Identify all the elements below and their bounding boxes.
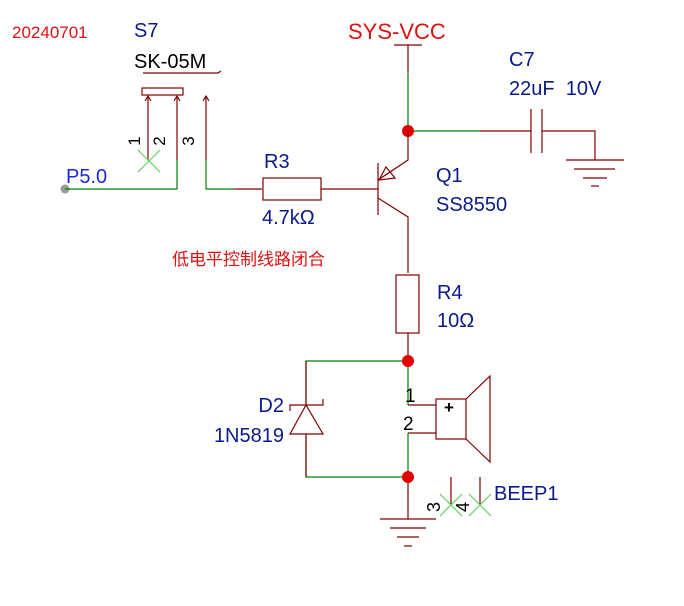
switch-pin2-number: 2 (150, 136, 169, 145)
ground-main-icon (380, 518, 436, 547)
switch-pin3-arrow-icon (202, 94, 210, 102)
buzzer-pin4-noconnect-icon (468, 493, 492, 517)
c7-value: 22uF 10V (509, 78, 602, 100)
switch-part: SK-05M (134, 51, 206, 73)
d2-part: 1N5819 (214, 425, 284, 447)
capacitor-c7[interactable]: C7 22uF 10V (509, 49, 602, 153)
wire-switch-to-r3 (205, 160, 235, 190)
wire-d2-top (305, 360, 408, 405)
r3-body (262, 177, 322, 201)
r4-body (395, 274, 420, 334)
note-label: 低电平控制线路闭合 (172, 250, 325, 269)
transistor-q1[interactable]: Q1 SS8550 (377, 131, 507, 273)
r3-value: 4.7kΩ (262, 207, 315, 229)
buzzer-polarity: + (444, 398, 454, 417)
net-label-p50: P5.0 (66, 166, 107, 188)
r4-designator: R4 (437, 282, 463, 304)
buzzer-pin2-number: 2 (403, 414, 414, 435)
r3-designator: R3 (264, 151, 290, 173)
buzzer-pin1-number: 1 (405, 386, 416, 407)
switch-designator: S7 (134, 20, 158, 42)
resistor-r3[interactable]: R3 4.7kΩ (262, 151, 322, 229)
d2-designator: D2 (258, 395, 284, 417)
wire-d2-bottom (305, 434, 408, 478)
switch-s7[interactable]: S7 SK-05M 1 2 3 (125, 20, 222, 173)
q1-emitter (377, 131, 409, 181)
date-label: 20240701 (12, 23, 88, 42)
switch-actuator (141, 87, 184, 96)
buzzer-pin3-noconnect-icon (439, 493, 463, 517)
junction-ground (402, 471, 414, 483)
buzzer-body (435, 398, 467, 440)
power-net-label: SYS-VCC (348, 19, 446, 44)
switch-part-underline (143, 70, 222, 74)
buzzer-pin3-number: 3 (424, 502, 444, 512)
switch-pin2-arrow-icon (173, 94, 181, 102)
junction-r4 (402, 355, 414, 367)
buzzer-pin4-number: 4 (453, 502, 473, 512)
switch-pin1-arrow-icon (144, 94, 152, 102)
c7-designator: C7 (509, 49, 535, 71)
q1-emitter-arrow-icon (377, 165, 397, 181)
r4-value: 10Ω (437, 310, 474, 332)
d2-anode-triangle (288, 403, 325, 435)
wire-c7-to-ground (542, 130, 596, 160)
q1-part: SS8550 (436, 194, 507, 216)
switch-pin3-number: 3 (179, 136, 198, 145)
q1-collector (377, 197, 409, 273)
wire-p50-to-switch (65, 160, 178, 190)
speaker-cone-icon (465, 374, 491, 464)
buzzer-beep1[interactable]: + 1 2 3 4 BEEP1 (403, 374, 558, 517)
buzzer-designator: BEEP1 (494, 483, 558, 505)
switch-pin1-noconnect-icon (137, 149, 161, 173)
q1-designator: Q1 (436, 165, 463, 187)
switch-pin1-number: 1 (125, 136, 144, 145)
ground-c7-icon (566, 159, 624, 187)
resistor-r4[interactable]: R4 10Ω (395, 274, 474, 334)
diode-d2[interactable]: D2 1N5819 (214, 395, 325, 447)
